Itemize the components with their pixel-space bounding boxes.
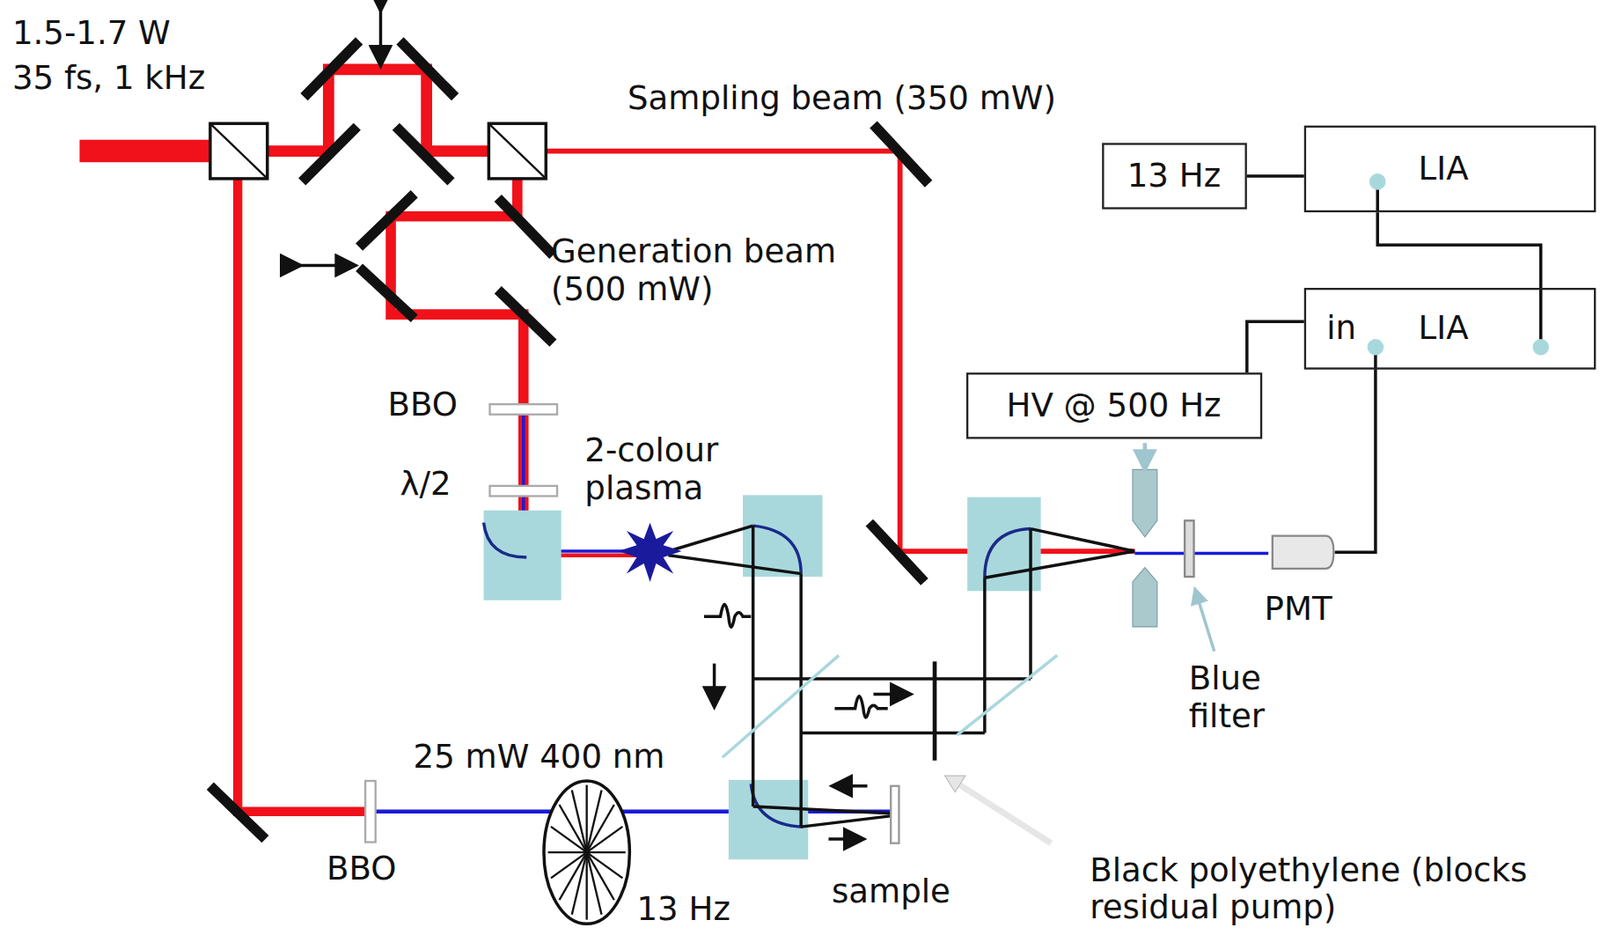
annotation-label: 1.5-1.7 W xyxy=(12,14,171,52)
annotation-label: Sampling beam (350 mW) xyxy=(627,79,1057,118)
annotation-label: 25 mW 400 nm xyxy=(413,737,666,776)
node-text: LIA xyxy=(1418,149,1469,188)
pmt-cylinder xyxy=(1268,532,1335,572)
signal-wire xyxy=(1377,212,1542,288)
node-text: 13 Hz xyxy=(1127,156,1221,195)
annotation-label: Generation beam (500 mW) xyxy=(550,232,889,308)
annotation-label: λ/2 xyxy=(400,465,452,504)
frequency-box: 13 Hz xyxy=(1101,142,1248,209)
node-text: HV @ 500 Hz xyxy=(1006,386,1222,425)
node-text: PMT xyxy=(1264,589,1333,628)
annotation-label: 13 Hz xyxy=(636,889,730,928)
photomultiplier: PMT xyxy=(1268,532,1335,572)
high-voltage-box: HV @ 500 Hz xyxy=(966,372,1263,439)
annotation-label: 35 fs, 1 kHz xyxy=(12,58,206,97)
annotation-label: sample xyxy=(831,872,951,911)
lock-in-amplifier: LIA xyxy=(1304,125,1597,213)
signal-wire xyxy=(1247,174,1305,177)
node-text: in xyxy=(1326,308,1357,347)
annotation-label: Blue filter xyxy=(1188,659,1302,734)
annotation-label: BBO xyxy=(388,385,458,424)
node-text: LIA xyxy=(1418,308,1469,347)
annotation-label: BBO xyxy=(326,850,397,889)
signal-wire xyxy=(1335,369,1376,553)
annotation-label: Black polyethylene (blocks residual pump… xyxy=(1089,851,1570,926)
annotation-label: 2-colour plasma xyxy=(584,431,769,507)
signal-wire xyxy=(1247,321,1305,373)
lock-in-amplifier: in LIA xyxy=(1304,287,1597,370)
